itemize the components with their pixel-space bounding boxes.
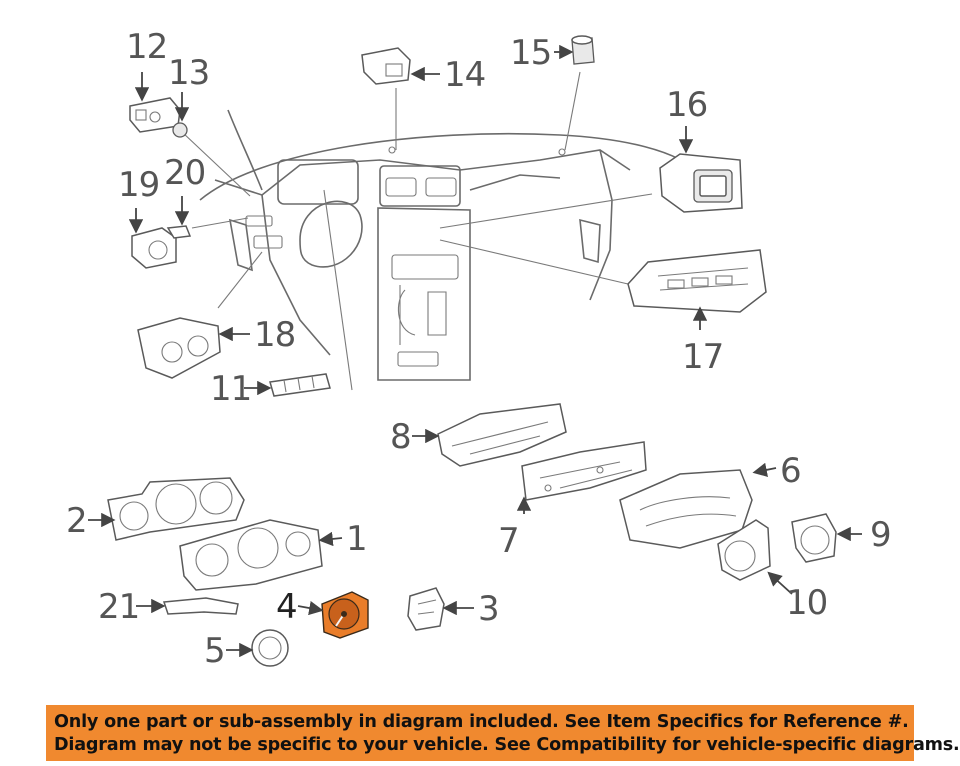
part-5-gauge <box>251 629 289 667</box>
callout-labels: 12 13 14 15 16 17 18 19 20 11 8 7 6 9 10… <box>66 27 892 671</box>
callout-4: 4 <box>276 587 297 627</box>
callout-13: 13 <box>168 53 209 93</box>
part-10-bezel <box>717 519 771 581</box>
part-7-circuit-board <box>521 441 647 501</box>
part-6-housing <box>619 469 753 549</box>
disclaimer-line-2: Diagram may not be specific to your vehi… <box>54 735 960 755</box>
callout-12: 12 <box>126 27 167 67</box>
part-13-knob <box>172 122 188 138</box>
part-12-switch <box>129 97 181 133</box>
callout-10: 10 <box>786 583 827 623</box>
part-18-switch-panel <box>137 317 221 379</box>
callout-20: 20 <box>164 153 205 193</box>
part-3-module <box>407 587 445 631</box>
callout-6: 6 <box>780 451 801 491</box>
callout-9: 9 <box>870 515 891 555</box>
dashboard-outline <box>199 109 701 381</box>
callout-2: 2 <box>66 501 87 541</box>
callout-5: 5 <box>204 631 225 671</box>
disclaimer-line-1: Only one part or sub-assembly in diagram… <box>54 712 909 732</box>
part-8-housing <box>437 403 567 467</box>
callout-18: 18 <box>254 315 295 355</box>
callout-3: 3 <box>478 589 499 629</box>
callout-15: 15 <box>510 33 551 73</box>
callout-11: 11 <box>210 369 251 409</box>
callout-7: 7 <box>498 521 519 561</box>
callout-14: 14 <box>444 55 485 95</box>
part-9-bezel <box>791 513 837 563</box>
parts-diagram: 12 13 14 15 16 17 18 19 20 11 8 7 6 9 10… <box>66 27 892 671</box>
callout-17: 17 <box>682 337 723 377</box>
part-21-bracket <box>162 597 239 615</box>
part-17-climate-control <box>627 249 767 313</box>
part-14-switch <box>361 47 411 85</box>
callout-1: 1 <box>346 519 367 559</box>
part-19-switch <box>131 227 177 269</box>
disclaimer-banner: Only one part or sub-assembly in diagram… <box>46 705 960 761</box>
callout-19: 19 <box>118 165 159 205</box>
leader-lines <box>181 71 653 391</box>
part-1-cluster-housing <box>179 519 323 591</box>
callout-16: 16 <box>666 85 707 125</box>
callout-21: 21 <box>98 587 139 627</box>
callout-8: 8 <box>390 417 411 457</box>
part-20-clip <box>166 225 192 239</box>
part-15-plug <box>571 35 595 65</box>
callout-arrows <box>88 44 862 658</box>
part-2-lens <box>107 477 245 541</box>
part-11-switch-strip <box>269 373 331 397</box>
part-16-display <box>659 153 743 213</box>
part-4-gauge-highlighted <box>321 591 369 639</box>
